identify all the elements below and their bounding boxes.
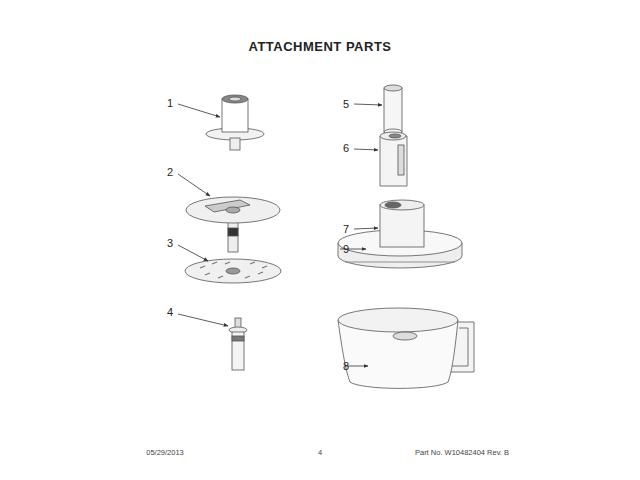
page-number: 4 <box>318 449 322 457</box>
lid-drawing <box>338 200 462 268</box>
callout-number: 5 <box>343 98 349 110</box>
footer-date: 05/29/2013 <box>146 449 184 457</box>
part-number: Part No. W10482404 Rev. B <box>415 449 509 457</box>
page-title: ATTACHMENT PARTS <box>248 40 391 54</box>
callout-number: 3 <box>167 237 173 249</box>
pusher-drawing <box>380 132 407 186</box>
leader-lines <box>178 104 382 366</box>
callout-number: 8 <box>343 360 349 372</box>
adapter-drawing <box>206 95 264 150</box>
callout-number: 1 <box>167 97 173 109</box>
shredding-disc-drawing <box>185 259 281 283</box>
callout-number: 6 <box>343 142 349 154</box>
bowl-drawing <box>338 308 474 388</box>
callout-number: 2 <box>167 166 173 178</box>
small-pusher-drawing <box>384 85 402 135</box>
spindle-drawing <box>229 318 247 370</box>
callout-number: 4 <box>167 306 173 318</box>
callout-number: 7 <box>343 223 349 235</box>
callout-number: 9 <box>343 243 349 255</box>
slicing-disc-drawing <box>186 197 280 252</box>
